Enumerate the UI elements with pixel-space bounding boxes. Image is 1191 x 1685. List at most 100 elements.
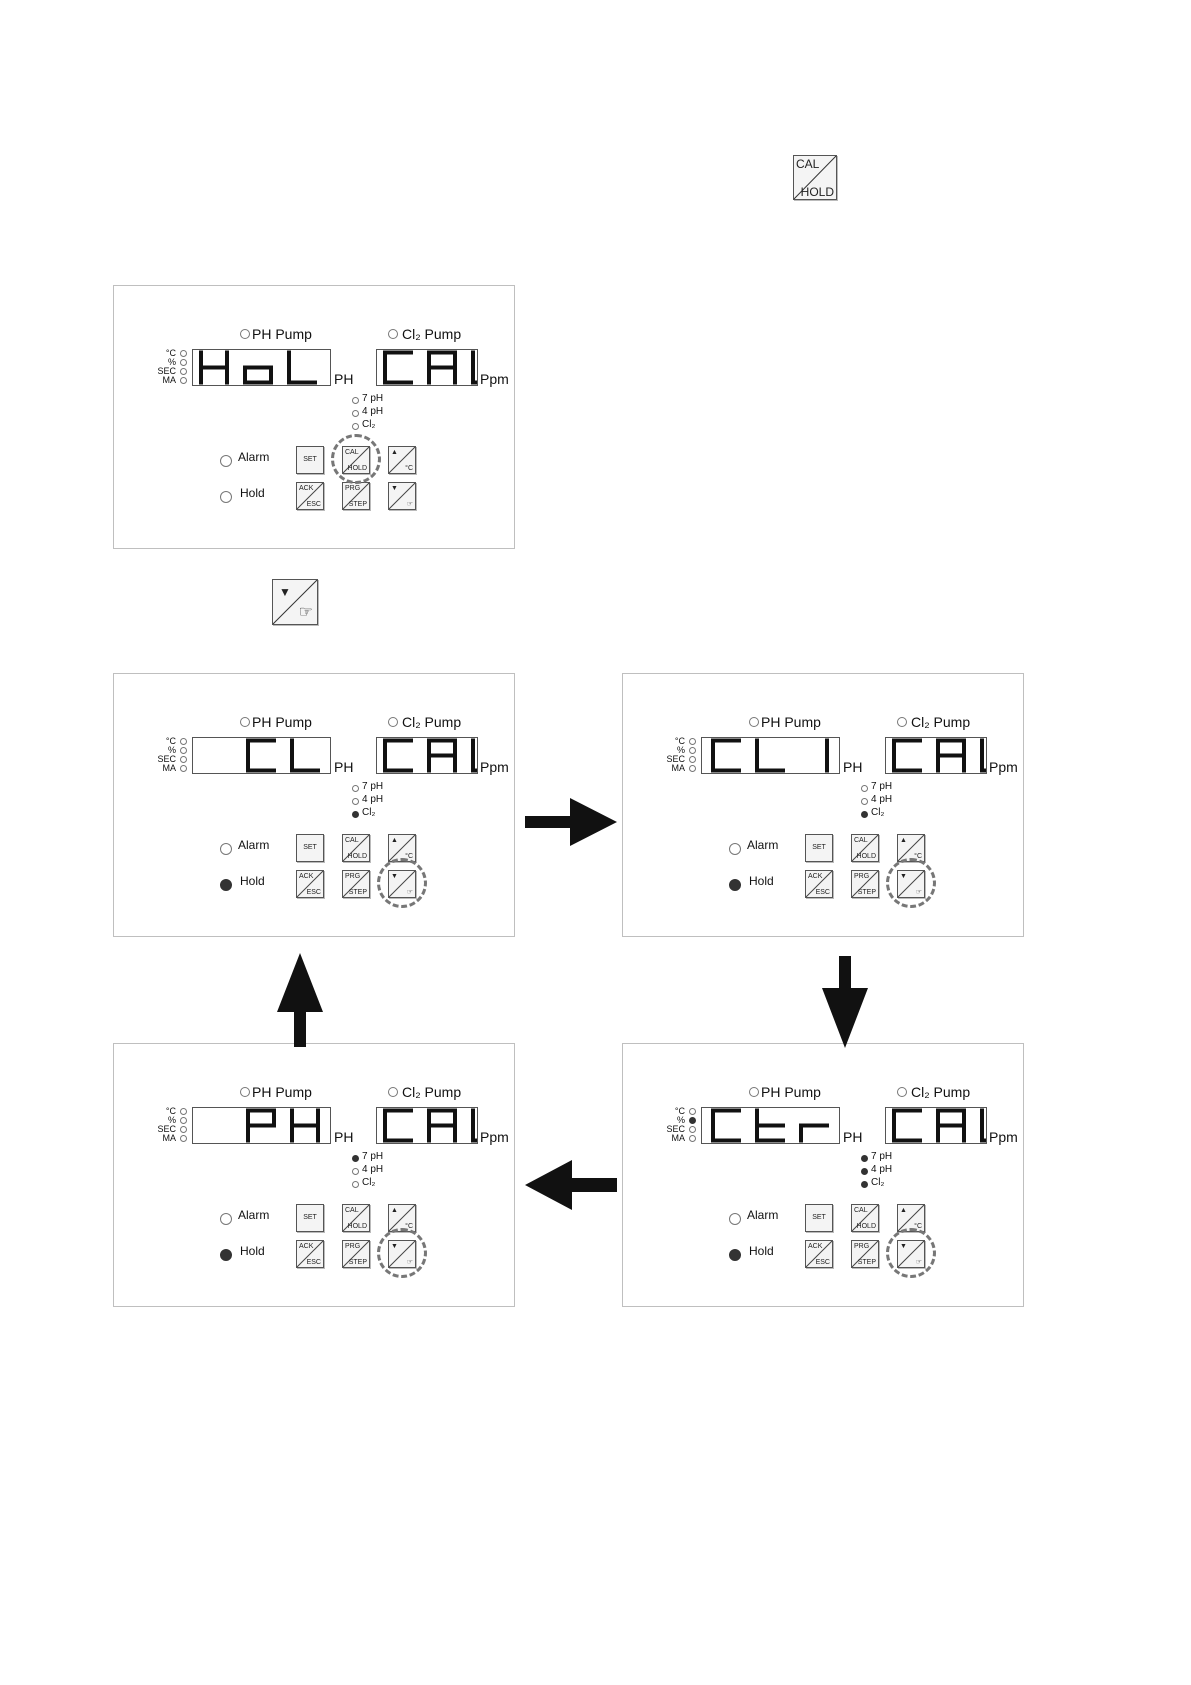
set-button-label: SET	[812, 844, 826, 851]
ph-pump-led	[749, 1087, 759, 1097]
cl-display	[376, 737, 478, 774]
side-led	[689, 1135, 696, 1142]
ph-pump-led	[749, 717, 759, 727]
hold-led	[220, 879, 232, 891]
mode-label: 4 pH	[871, 794, 893, 805]
cl-pump-led	[388, 329, 398, 339]
up-degc-button[interactable]: ▲°C	[897, 834, 925, 862]
ph-display	[701, 1107, 840, 1144]
side-label: SEC	[666, 1124, 685, 1134]
prg-step-button-bottom: STEP	[348, 501, 367, 508]
seven-segment-text	[246, 1108, 320, 1143]
side-label: SEC	[157, 754, 176, 764]
arrow-right	[525, 798, 617, 846]
arrow-down	[822, 956, 868, 1048]
prg-step-button-top: PRG	[345, 485, 361, 492]
side-led	[180, 1135, 187, 1142]
alarm-led	[729, 1213, 741, 1225]
side-label: %	[676, 1115, 685, 1125]
ph-unit: PH	[334, 759, 354, 775]
prg-step-button-bottom: STEP	[348, 889, 367, 896]
side-led	[180, 377, 187, 384]
side-label: MA	[671, 763, 686, 773]
ph-pump-label: PH Pump	[761, 714, 821, 730]
hold-label: Hold	[240, 874, 265, 888]
side-led	[689, 1126, 696, 1133]
alarm-label: Alarm	[747, 1208, 779, 1222]
down-arrow-icon: ▼	[279, 585, 291, 599]
up-degc-button-bottom: °C	[914, 1223, 922, 1230]
side-label: %	[167, 1115, 176, 1125]
cl-pump-led	[388, 1087, 398, 1097]
down-hand-button[interactable]: ▼☞	[388, 482, 416, 510]
set-button-label: SET	[303, 1214, 317, 1221]
cl-display	[376, 349, 478, 386]
mode-led	[352, 811, 359, 818]
mode-label: 7 pH	[362, 393, 384, 404]
hold-label: Hold	[749, 1244, 774, 1258]
ppm-unit: Ppm	[989, 759, 1018, 775]
alarm-led	[729, 843, 741, 855]
set-button[interactable]: SET	[805, 834, 833, 862]
set-button[interactable]: SET	[805, 1204, 833, 1232]
mode-led	[352, 1155, 359, 1162]
alarm-led	[220, 455, 232, 467]
seven-segment-text	[246, 738, 320, 773]
mode-label: 7 pH	[362, 1151, 384, 1162]
ph-pump-led	[240, 1087, 250, 1097]
side-led	[180, 747, 187, 754]
alarm-label: Alarm	[238, 1208, 270, 1222]
cal-hold-button-bottom: HOLD	[856, 853, 876, 860]
side-label: °C	[165, 736, 176, 746]
up-degc-button[interactable]: ▲°C	[388, 1204, 416, 1232]
ph-pump-label: PH Pump	[761, 1084, 821, 1100]
ph-pump-label: PH Pump	[252, 326, 312, 342]
cl-pump-led	[388, 717, 398, 727]
ppm-unit: Ppm	[480, 1129, 509, 1145]
up-degc-button[interactable]: ▲ °C	[897, 1204, 925, 1232]
up-degc-button-top: ▲	[900, 837, 907, 844]
up-degc-button[interactable]: ▲°C	[388, 446, 416, 474]
seven-segment-text	[892, 1108, 986, 1143]
set-button[interactable]: SET	[296, 834, 324, 862]
highlight-ring-down	[886, 1228, 936, 1278]
set-button[interactable]: SET	[296, 1204, 324, 1232]
down-hand-button-bottom: ☞	[406, 501, 413, 508]
side-led	[180, 1108, 187, 1115]
cl-pump-led	[897, 1087, 907, 1097]
down-hand-button-top: ▼	[391, 485, 398, 492]
ack-esc-button-bottom: ESC	[815, 1259, 830, 1266]
prg-step-button[interactable]: PRG STEP	[342, 482, 370, 510]
mode-led	[861, 811, 868, 818]
ack-esc-button-bottom: ESC	[306, 889, 321, 896]
ph-unit: PH	[843, 1129, 863, 1145]
cal-hold-button-bottom: HOLD	[856, 1223, 876, 1230]
cal-hold-button[interactable]: CAL HOLD	[851, 1204, 879, 1232]
set-button-label: SET	[303, 844, 317, 851]
prg-step-button-top: PRG	[345, 1243, 361, 1250]
ack-esc-button-bottom: ESC	[306, 501, 321, 508]
ack-esc-button-bottom: ESC	[306, 1259, 321, 1266]
side-led	[180, 359, 187, 366]
cal-hold-key-reference: CAL HOLD	[793, 155, 837, 200]
mode-led	[352, 410, 359, 417]
cl-pump-label: Cl₂ Pump	[911, 1084, 971, 1100]
set-button[interactable]: SET	[296, 446, 324, 474]
up-degc-button-top: ▲	[900, 1207, 907, 1214]
side-led	[180, 1126, 187, 1133]
cal-hold-button-top: CAL	[854, 1207, 868, 1214]
